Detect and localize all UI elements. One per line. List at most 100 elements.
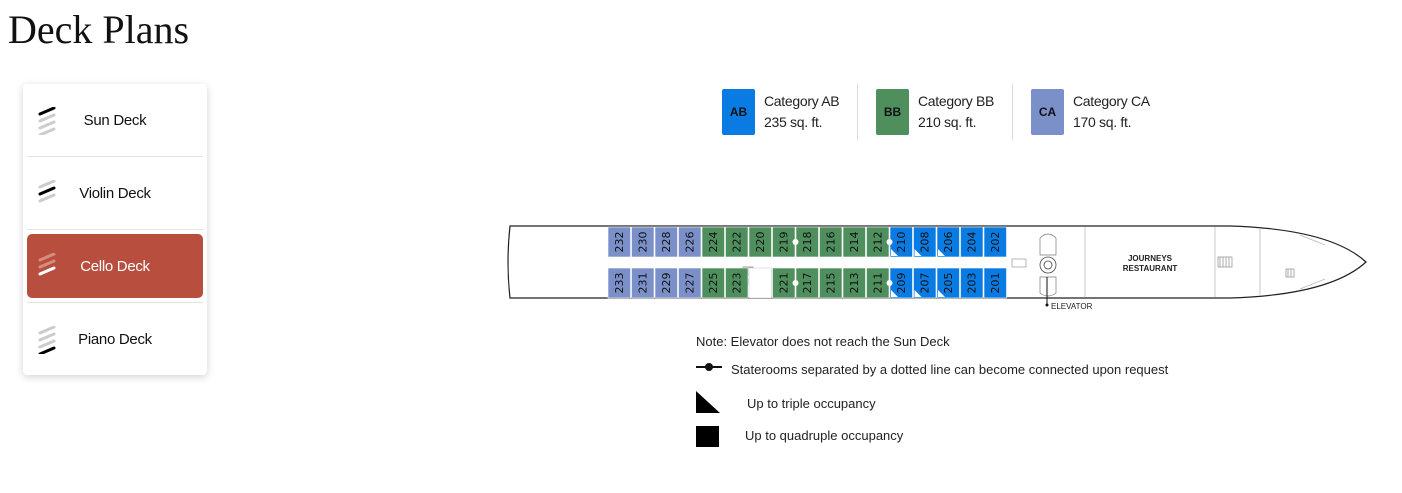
stateroom-cell[interactable] (607, 267, 631, 299)
category-name: Category AB (764, 93, 840, 109)
stateroom-number: 231 (636, 273, 649, 294)
stateroom-number: 201 (989, 273, 1002, 294)
divider (27, 156, 203, 157)
stateroom-number: 219 (777, 232, 790, 253)
stateroom-cell[interactable] (701, 226, 725, 258)
deck-tab-piano[interactable]: Piano Deck (27, 307, 203, 371)
stateroom-number: 223 (730, 273, 743, 294)
stateroom-cell[interactable] (983, 226, 1007, 258)
stateroom-cell[interactable] (748, 226, 772, 258)
divider (27, 229, 203, 230)
connected-rooms-note: Staterooms separated by a dotted line ca… (731, 362, 1169, 377)
cello-deck-icon (38, 253, 56, 276)
triple-occupancy-marker (914, 290, 922, 297)
stateroom-cell[interactable] (842, 267, 866, 299)
quadruple-occupancy-note: Up to quadruple occupancy (745, 428, 904, 443)
stateroom-cell (748, 267, 772, 299)
stateroom-cell[interactable] (631, 267, 655, 299)
category-name: Category BB (918, 93, 995, 109)
stateroom-number: 212 (871, 232, 884, 253)
stateroom-number: 208 (918, 232, 931, 253)
stateroom-cell[interactable] (960, 226, 984, 258)
deck-tab-label: Cello Deck (80, 257, 150, 275)
stateroom-cell[interactable] (725, 267, 749, 299)
stateroom-number: 222 (730, 232, 743, 253)
category-ca-swatch: CA (1031, 89, 1064, 135)
sun-deck-icon (38, 107, 56, 135)
stateroom-cell[interactable] (819, 226, 843, 258)
stateroom-number: 230 (636, 232, 649, 253)
stateroom-number: 215 (824, 273, 837, 294)
restaurant-label: JOURNEYS (1128, 254, 1173, 263)
connecting-door-icon (886, 239, 893, 245)
violin-deck-icon (38, 180, 56, 203)
deck-tab-label: Sun Deck (83, 111, 147, 129)
connecting-door-icon (886, 280, 893, 286)
triple-occupancy-marker (891, 290, 898, 297)
stateroom-number: 232 (613, 232, 626, 253)
page-title: Deck Plans (8, 7, 190, 52)
stateroom-cell[interactable] (983, 267, 1007, 299)
stateroom-number: 217 (801, 273, 814, 294)
stateroom-number: 203 (965, 273, 978, 294)
stateroom-cell[interactable] (607, 226, 631, 258)
category-ab-swatch: AB (722, 89, 755, 135)
category-size: 235 sq. ft. (764, 114, 823, 130)
deck-selector: Sun Deck Violin Deck Cello Deck (23, 84, 207, 375)
stateroom-number: 206 (942, 232, 955, 253)
category-bb-swatch: BB (876, 89, 909, 135)
stairs-icon (1217, 256, 1295, 278)
elevator-icon (1011, 233, 1057, 307)
stateroom-cell[interactable] (631, 226, 655, 258)
deck-tab-cello[interactable]: Cello Deck (27, 234, 203, 298)
stateroom-cell[interactable] (701, 267, 725, 299)
stateroom-number: 213 (848, 273, 861, 294)
deck-tab-label: Violin Deck (79, 184, 151, 202)
stateroom-cell[interactable] (913, 226, 937, 258)
stateroom-number: 227 (683, 273, 696, 294)
connected-rooms-icon (696, 363, 722, 371)
stateroom-number: 221 (777, 273, 790, 294)
stateroom-number: 214 (848, 232, 861, 253)
connecting-door-icon (792, 239, 799, 245)
category-size: 170 sq. ft. (1073, 114, 1132, 130)
stateroom-cell[interactable] (819, 267, 843, 299)
elevator-label: ELEVATOR (1051, 302, 1093, 311)
elevator-note: Note: Elevator does not reach the Sun De… (696, 334, 950, 349)
divider (27, 302, 203, 303)
stateroom-cell[interactable] (725, 226, 749, 258)
stateroom-cell[interactable] (654, 226, 678, 258)
stateroom-number: 207 (918, 273, 931, 294)
piano-deck-icon (38, 326, 56, 354)
stateroom-number: 209 (895, 273, 908, 294)
stateroom-cell[interactable] (678, 226, 702, 258)
stateroom-number: 233 (613, 273, 626, 294)
stateroom-number: 226 (683, 232, 696, 253)
triple-occupancy-marker (891, 249, 898, 256)
stateroom-cell[interactable] (960, 267, 984, 299)
stateroom-cell[interactable] (913, 267, 937, 299)
category-name: Category CA (1073, 93, 1150, 109)
stateroom-number: 229 (660, 273, 673, 294)
stateroom-number: 228 (660, 232, 673, 253)
triple-occupancy-marker (914, 249, 922, 256)
legend-divider (1012, 84, 1013, 140)
deck-tab-label: Piano Deck (78, 330, 152, 348)
stateroom-number: 211 (871, 273, 884, 294)
stateroom-number: 205 (942, 273, 955, 294)
stateroom-cell[interactable] (936, 267, 960, 299)
deck-tab-sun[interactable]: Sun Deck (27, 88, 203, 152)
stateroom-cell[interactable] (842, 226, 866, 258)
stateroom-number: 218 (801, 232, 814, 253)
deck-tab-violin[interactable]: Violin Deck (27, 161, 203, 225)
connecting-door-icon (792, 280, 799, 286)
stateroom-cell[interactable] (654, 267, 678, 299)
stateroom-number: 220 (754, 232, 767, 253)
stateroom-cell[interactable] (936, 226, 960, 258)
stateroom-number: 210 (895, 232, 908, 253)
triple-occupancy-marker (938, 290, 945, 297)
stateroom-cell[interactable] (678, 267, 702, 299)
